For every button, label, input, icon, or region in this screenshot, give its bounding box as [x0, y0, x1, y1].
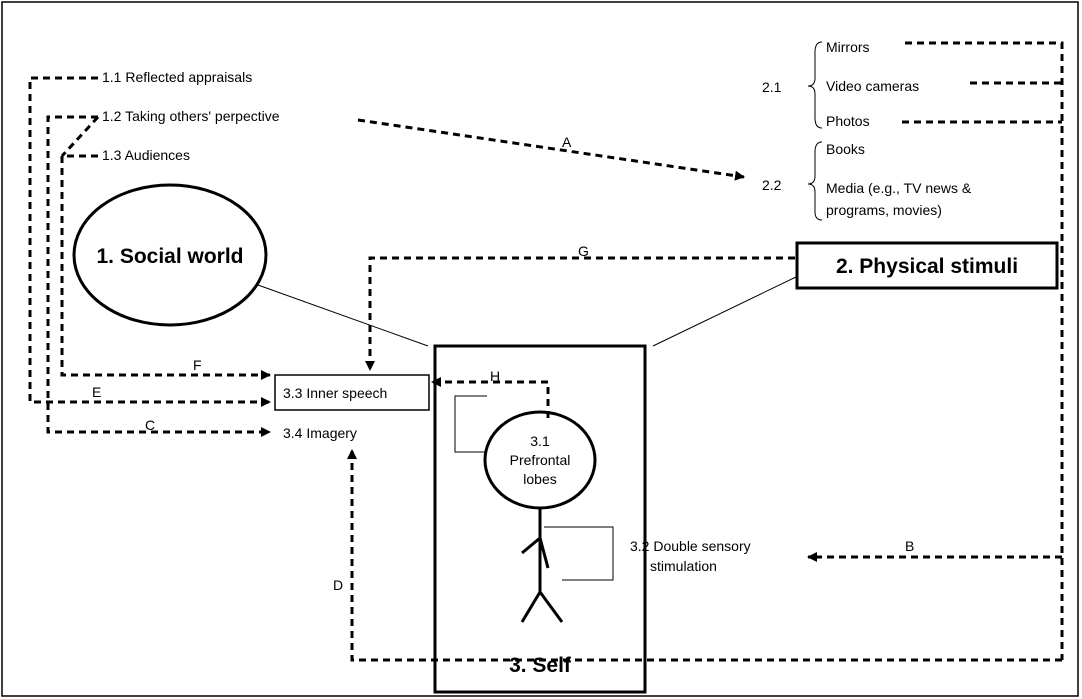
prefrontal-line1: Prefrontal	[510, 452, 571, 468]
path-f-label: F	[193, 357, 202, 373]
physical-to-self-line	[652, 275, 799, 347]
stick-figure-icon	[520, 508, 564, 623]
path-h-label: H	[490, 368, 500, 384]
audiences-label: 1.3 Audiences	[102, 147, 190, 163]
imagery-label: 3.4 Imagery	[283, 425, 357, 441]
inner-speech-feedback-loop	[454, 395, 487, 453]
mirrors-label: Mirrors	[826, 39, 870, 55]
prefrontal-line2: lobes	[523, 471, 556, 487]
physical-stimuli-box	[795, 241, 1059, 290]
reflected-appraisals-label: 1.1 Reflected appraisals	[102, 69, 252, 85]
path-g-arrow	[365, 256, 795, 371]
path-c-label: C	[145, 417, 155, 433]
path-b-label: B	[905, 538, 914, 554]
books-label: Books	[826, 141, 865, 157]
mirrors-connector	[905, 41, 1064, 660]
inner-speech-label: 3.3 Inner speech	[283, 385, 387, 401]
physical-stimuli-label: 2. Physical stimuli	[836, 255, 1018, 278]
path-f-arrow	[60, 154, 271, 380]
double-sensory-line2: stimulation	[650, 558, 717, 574]
self-label: 3. Self	[509, 654, 572, 677]
photos-label: Photos	[826, 113, 870, 129]
path-e-arrow	[28, 76, 271, 407]
self-box	[433, 344, 647, 694]
group-2-2-label: 2.2	[762, 177, 782, 193]
path-h-arrow	[431, 377, 550, 418]
video-cameras-label: Video cameras	[826, 78, 919, 94]
taking-perspective-label: 1.2 Taking others' perpective	[102, 108, 280, 124]
group-2-1-brace	[807, 41, 823, 129]
group-2-1-label: 2.1	[762, 79, 782, 95]
path-d-label: D	[333, 577, 343, 593]
social-world-ellipse	[72, 183, 268, 327]
path-e-label: E	[92, 384, 101, 400]
inner-speech-box	[274, 374, 430, 411]
media-label-line1: Media (e.g., TV news &	[826, 180, 972, 196]
social-to-self-line	[257, 284, 429, 347]
media-label-line2: programs, movies)	[826, 202, 942, 218]
path-c-arrow	[46, 115, 271, 437]
path-a-arrow	[357, 118, 745, 181]
path-a-label: A	[562, 134, 572, 150]
double-sensory-line1: 3.2 Double sensory	[630, 538, 751, 554]
social-world-label: 1. Social world	[96, 245, 243, 268]
sensory-feedback-loop	[544, 526, 614, 581]
path-d-arrow	[347, 449, 1062, 662]
taking-perspective-to-audiences-link	[60, 115, 100, 158]
prefrontal-number: 3.1	[530, 433, 550, 449]
group-2-2-brace	[807, 141, 823, 221]
path-g-label: G	[578, 243, 589, 259]
